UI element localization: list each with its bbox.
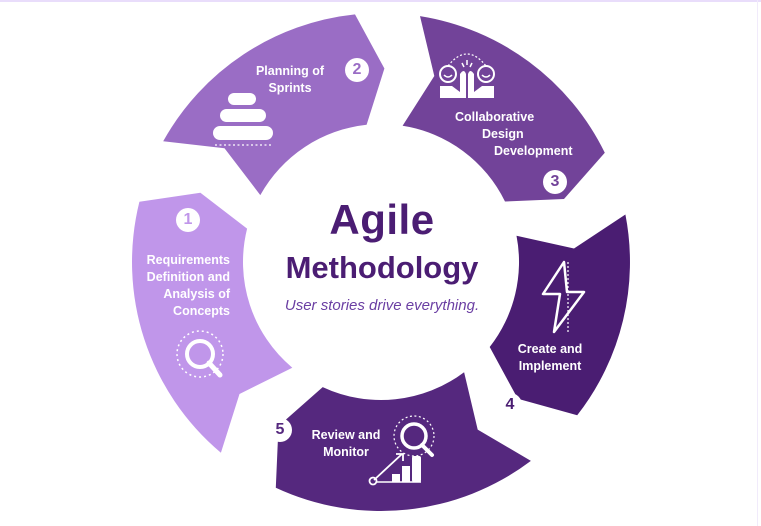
step-5-number: 5 [268, 418, 292, 442]
step-5-label: Review and Monitor [300, 427, 392, 461]
label-line: Analysis of [163, 287, 230, 301]
lightning-icon [541, 260, 586, 334]
title-agile: Agile [329, 196, 435, 243]
top-border [0, 0, 761, 2]
label-line: Review and [311, 428, 381, 442]
step-3-number: 3 [543, 170, 567, 194]
label-line: Implement [518, 359, 582, 373]
label-line: Design [482, 127, 524, 141]
growth-chart-magnifier-icon [368, 415, 435, 486]
label-line: Monitor [323, 445, 369, 459]
step-2-segment [163, 14, 385, 196]
step-4-segment [489, 214, 630, 416]
step-3-label: Collaborative Design Development [440, 109, 580, 160]
label-line: Definition and [146, 270, 230, 284]
step-2-number: 2 [345, 58, 369, 82]
stacked-bars-icon [213, 93, 273, 146]
subtitle: User stories drive everything. [284, 297, 480, 314]
label-line: Development [494, 144, 573, 158]
label-line: Sprints [268, 81, 312, 95]
step-3-segment [402, 16, 605, 202]
step-1-label: Requirements Definition and Analysis of … [120, 252, 230, 320]
step-4-number: 4 [498, 393, 522, 417]
step-1-number: 1 [176, 208, 200, 232]
label-line: Planning of [255, 64, 325, 78]
title-methodology: Methodology [285, 250, 479, 285]
step-1-segment [132, 192, 293, 453]
label-line: Concepts [173, 304, 230, 318]
label-line: Collaborative [455, 110, 535, 124]
step-4-label: Create and Implement [500, 341, 600, 375]
label-line: Requirements [146, 253, 230, 267]
magnifier-icon [176, 330, 224, 378]
right-border [757, 0, 758, 526]
step-2-label: Planning of Sprints [240, 63, 340, 97]
high-five-icon [439, 53, 495, 98]
label-line: Create and [517, 342, 583, 356]
